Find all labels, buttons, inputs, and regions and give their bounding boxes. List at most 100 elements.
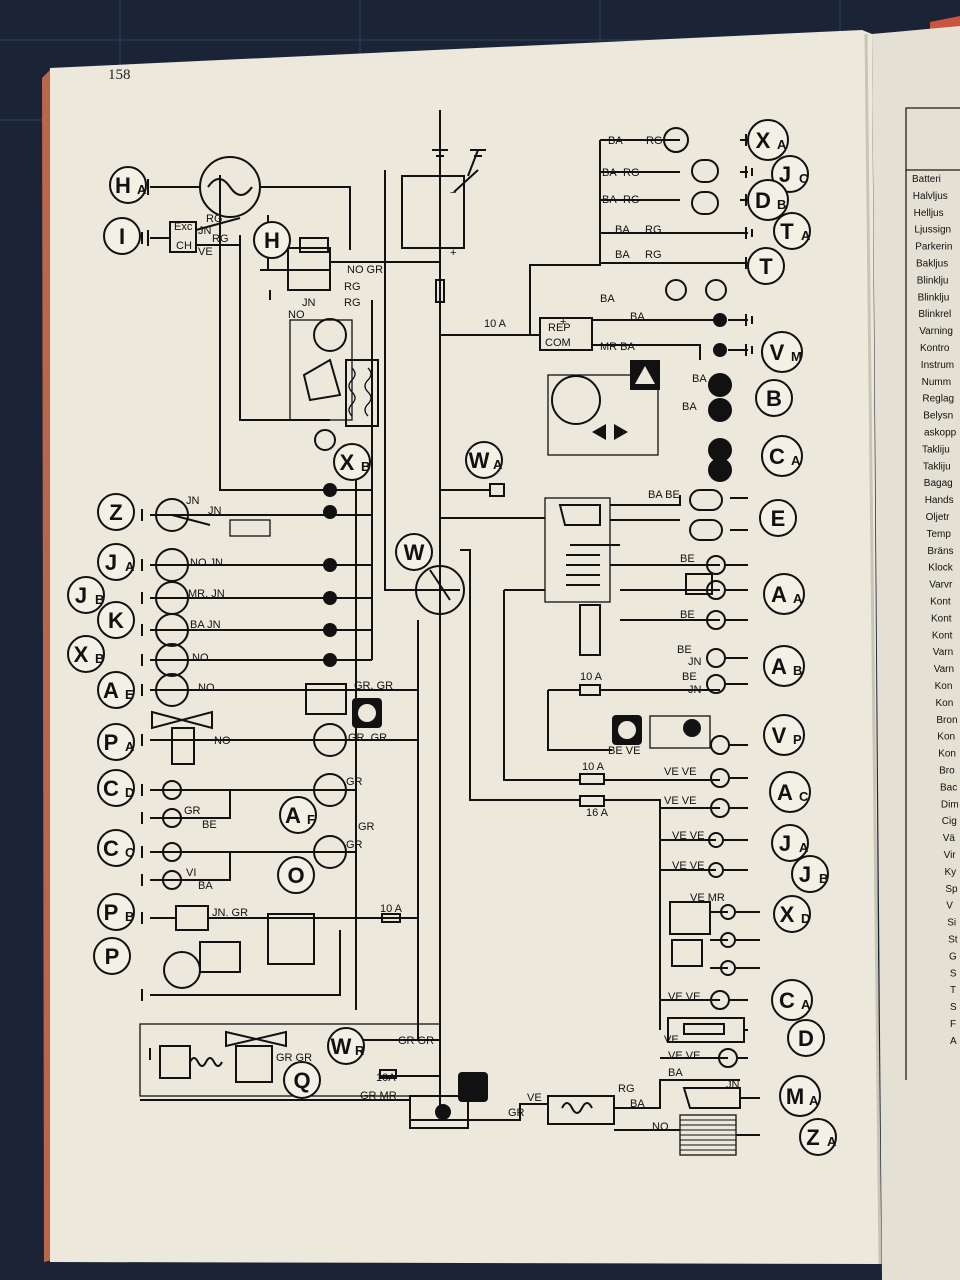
component-letter: Q [293,1068,310,1093]
wire-label: GR GR [398,1035,434,1047]
wire-label: REP [548,322,571,334]
side-page-item: A [950,1036,957,1047]
component-label-ring [763,573,805,615]
component-letter: D [798,1026,814,1051]
wire-label: 10 A [484,318,507,330]
wire-label: BA [682,401,697,413]
component-label-ring [755,379,793,417]
wire-label: BE [677,644,692,656]
wire-label: GR [508,1107,525,1119]
wire-label: GR [184,805,201,817]
wire-label: − [450,187,456,199]
wire-label: CH [176,240,192,252]
side-page-item: Hands [925,495,954,506]
component-subscript: B [361,459,370,474]
component-letter: W [469,448,490,473]
component-label-t: T [747,247,785,285]
wire-label: NO [192,652,209,664]
side-page-item: askopp [924,428,957,439]
component-label-ring [787,1019,825,1057]
wire-label: 10A [376,1072,396,1084]
component-label-ring [773,895,811,933]
wire-label: 10 A [380,903,403,915]
component-label-ring [761,435,803,477]
side-page-item: Kontro [920,343,950,354]
component-letter: X [74,642,89,667]
component-subscript: C [125,845,135,860]
wire-label: BE [682,671,697,683]
component-subscript: A [137,182,147,197]
component-label-h: H [253,221,291,259]
wire-label: VE VE [664,795,696,807]
wire-label: VE VE [672,830,704,842]
component-label-ring [759,499,797,537]
component-label-b: B [755,379,793,417]
side-page-item: Halvljus [913,191,948,202]
component-letter: J [105,550,117,575]
component-label-ring [791,855,829,893]
component-subscript: A [809,1093,819,1108]
wire-label: GR. GR [348,732,387,744]
ground-terminals-right [720,134,760,1136]
component-label-ring [763,714,805,756]
side-page-item: Vä [943,833,956,844]
component-letter: A [777,780,793,805]
side-page-item: Instrum [921,360,954,371]
component-subscript: B [777,197,786,212]
component-letter: C [769,444,785,469]
component-label-ring [747,179,789,221]
wire-label: RG [344,297,361,309]
side-page-item: Kon [938,749,956,760]
side-page-item: Kont [930,597,951,608]
side-page-item: Belysn [923,411,953,422]
side-page-item: S [950,968,957,979]
component-label-ring [277,856,315,894]
component-label-ring [769,771,811,813]
wire-label: GR [346,776,363,788]
side-page-item: Kon [937,732,955,743]
wire-label: NO [288,309,305,321]
side-page-item: Kont [932,630,953,641]
component-letter: T [780,219,794,244]
wire-label: JN [688,684,702,696]
component-label-ring [67,635,105,673]
wire-label: BE VE [608,745,640,757]
component-label-e: E [759,499,797,537]
wire-label: RG [212,233,229,245]
wire-label: JN [302,297,316,309]
component-label-ring [97,723,135,761]
wire-label: GR GR [276,1052,312,1064]
side-page-item: Takliju [923,461,951,472]
component-subscript: A [801,997,811,1012]
component-label-ring [747,119,789,161]
component-subscript: M [791,349,802,364]
component-letter: J [799,862,811,887]
wire-label: 16 A [586,807,609,819]
wire-label: JN [208,505,222,517]
component-subscript: A [793,591,803,606]
wire-label: GR [358,821,375,833]
wire-label: VE [527,1092,542,1104]
component-letter: E [771,506,786,531]
component-label-ring [799,1118,837,1156]
component-letter: K [108,608,124,633]
component-letter: A [771,582,787,607]
component-label-k: K [97,601,135,639]
wire-label: VE VE [668,1050,700,1062]
